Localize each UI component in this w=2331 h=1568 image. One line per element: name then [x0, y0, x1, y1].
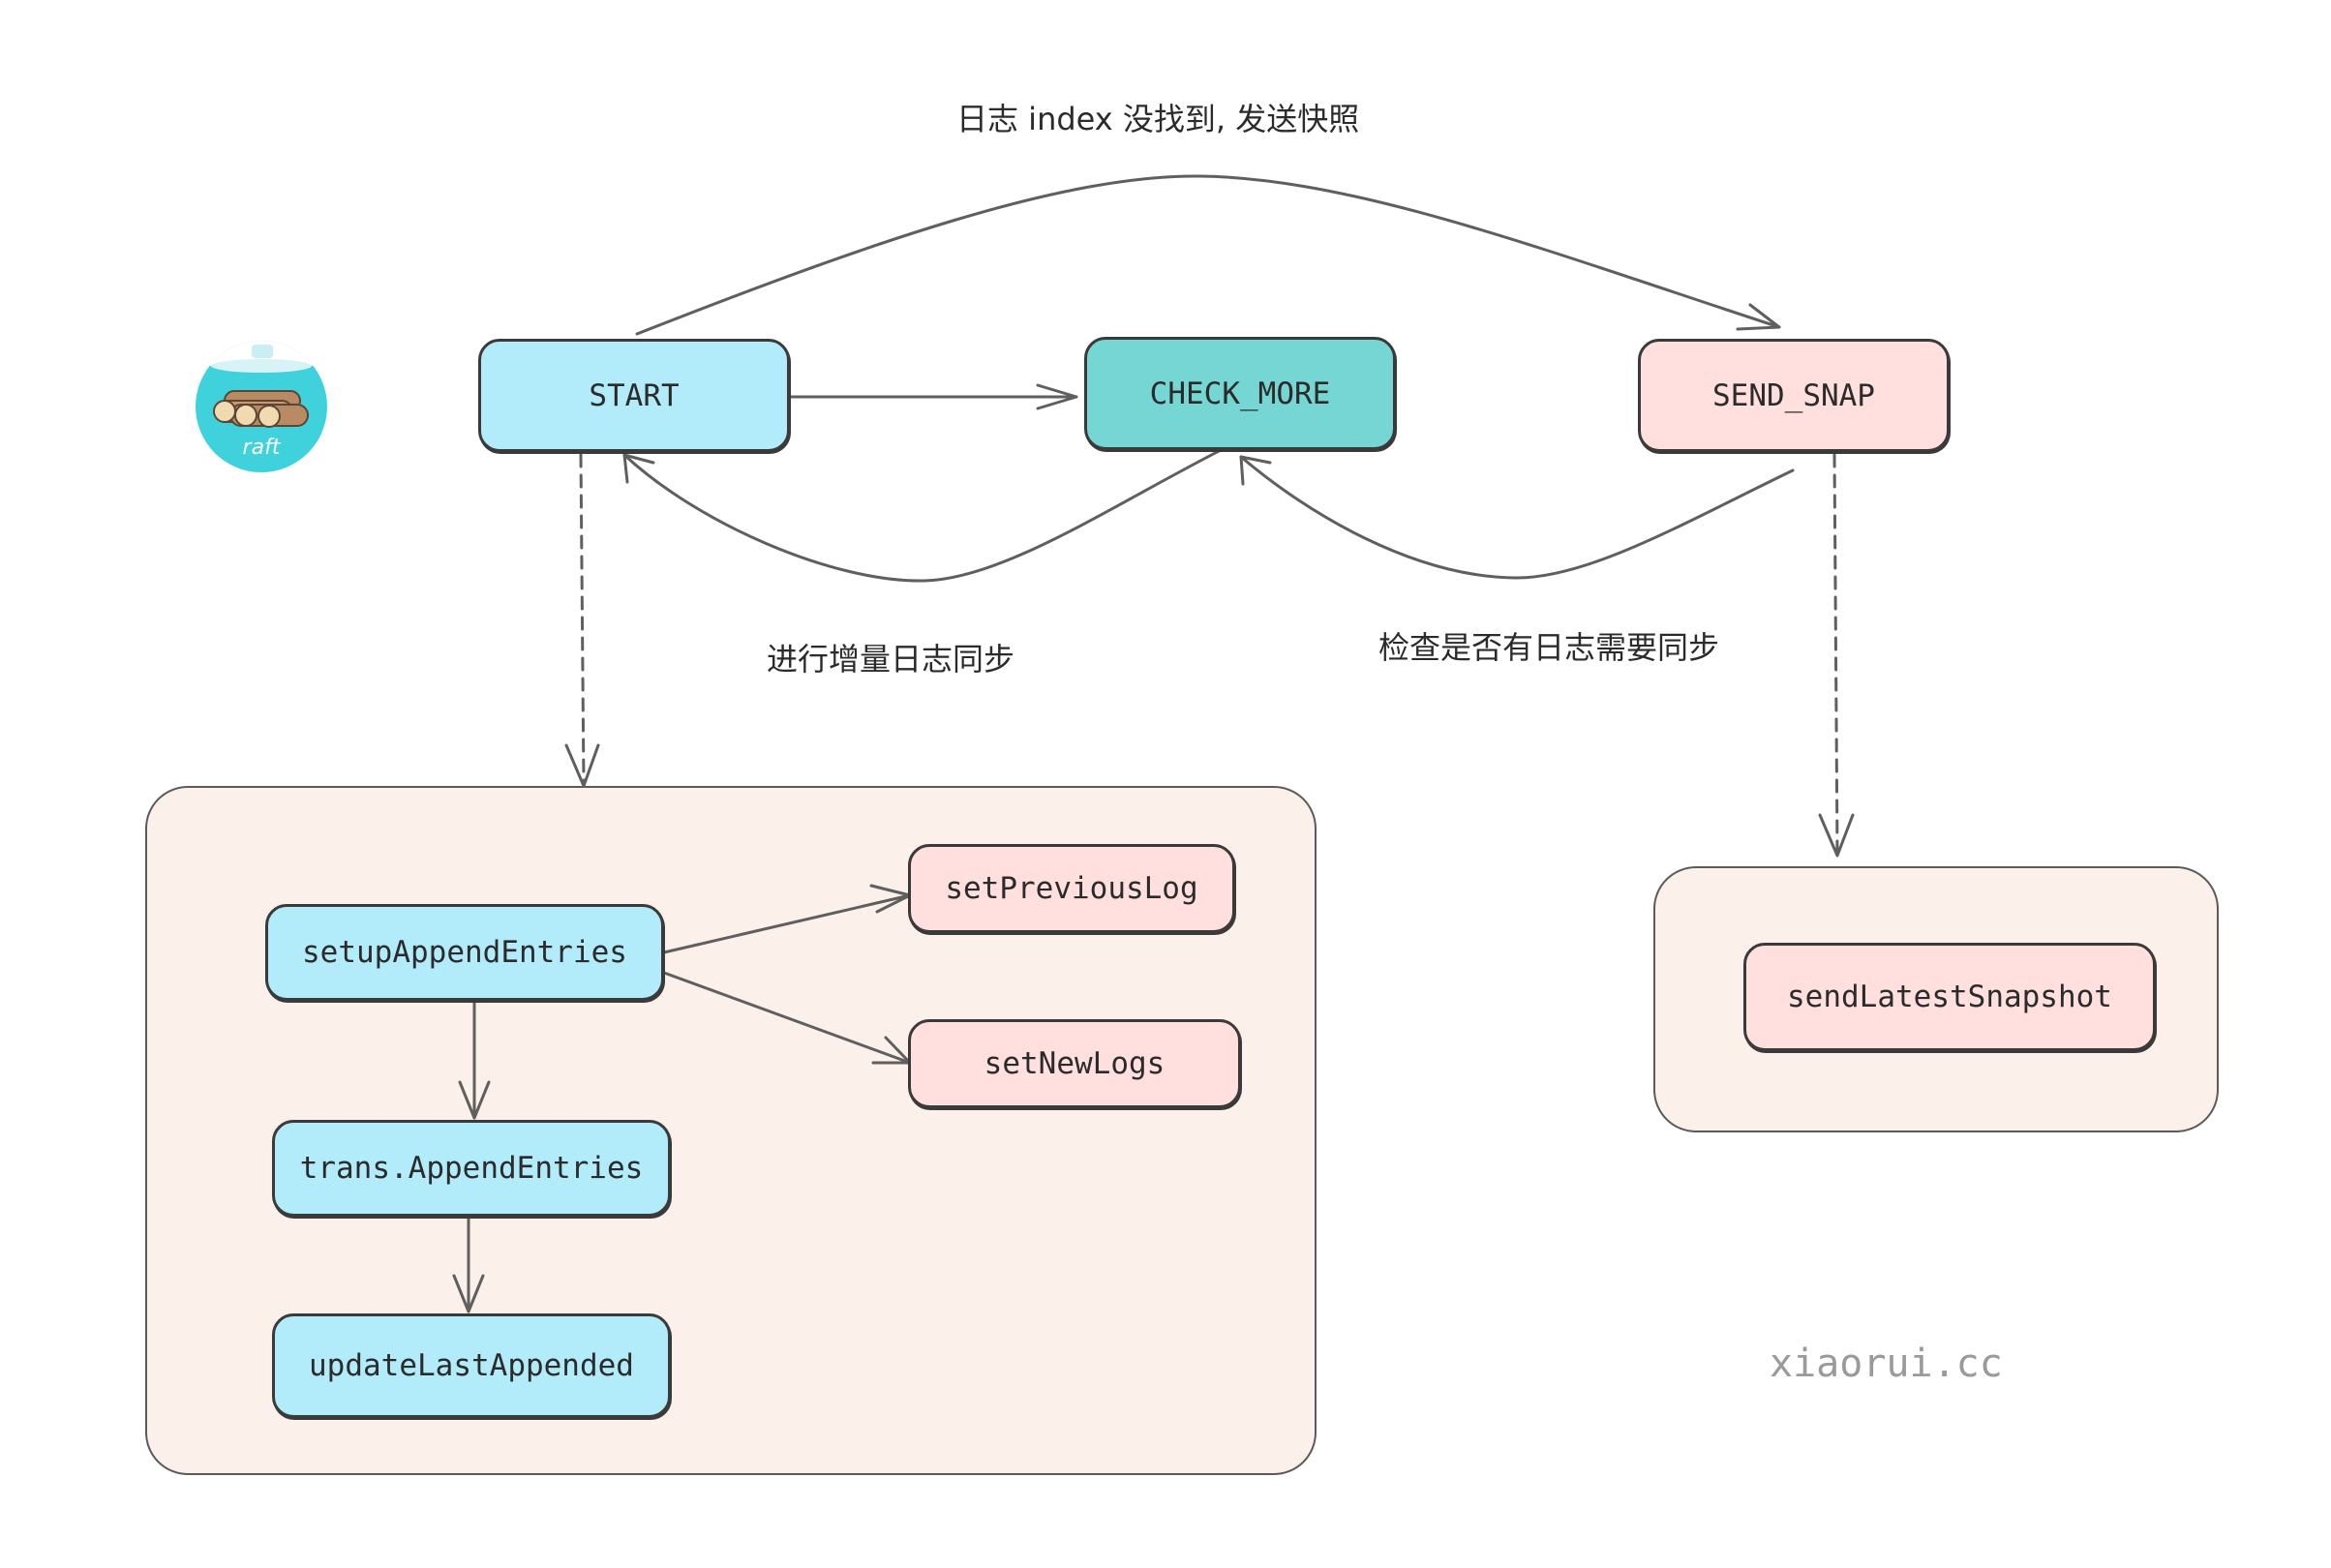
label-check-sync: 检查是否有日志需要同步: [1378, 629, 1720, 666]
arrowhead-trans: [458, 1080, 491, 1120]
arrowhead-append-group: [564, 743, 600, 788]
watermark: xiaorui.cc: [1770, 1342, 2003, 1386]
fn-set-new-logs[interactable]: setNewLogs: [908, 1019, 1241, 1108]
fn-trans-append-entries[interactable]: trans.AppendEntries: [272, 1120, 671, 1217]
fn-setup-append-entries[interactable]: setupAppendEntries: [265, 904, 664, 1001]
edge-start-to-send-snap: [635, 174, 1781, 336]
arrowhead-snapshot-group: [1818, 813, 1855, 858]
edge-setup-to-previous-log: [662, 893, 912, 954]
edge-send-snap-to-check-more: [1239, 455, 1795, 580]
fn-trans-append-entries-label: trans.AppendEntries: [299, 1151, 644, 1186]
state-check-more[interactable]: CHECK_MORE: [1084, 337, 1396, 450]
fn-set-previous-log-label: setPreviousLog: [945, 871, 1198, 906]
edge-setup-to-new-logs: [662, 971, 912, 1065]
arrowhead-check-more: [1036, 383, 1078, 410]
arrowhead-send-snap: [1736, 303, 1781, 331]
label-incremental-sync: 进行增量日志同步: [767, 641, 1015, 678]
edge-start-to-append-group: [579, 453, 586, 786]
fn-set-new-logs-label: setNewLogs: [984, 1046, 1166, 1081]
edge-check-more-to-start: [622, 441, 1236, 583]
fn-send-latest-snapshot[interactable]: sendLatestSnapshot: [1743, 943, 2156, 1051]
state-send-snap[interactable]: SEND_SNAP: [1638, 339, 1950, 452]
label-snapshot: 日志 index 没找到, 发送快照: [956, 101, 1360, 137]
raft-logo: raft: [196, 341, 327, 472]
state-check-more-label: CHECK_MORE: [1149, 376, 1331, 411]
fn-send-latest-snapshot-label: sendLatestSnapshot: [1787, 980, 2112, 1014]
arrowhead-start: [622, 453, 655, 484]
edge-send-snap-to-snapshot-group: [1832, 453, 1839, 856]
state-send-snap-label: SEND_SNAP: [1712, 377, 1875, 413]
fn-set-previous-log[interactable]: setPreviousLog: [908, 844, 1235, 933]
arrowhead-check-more-return: [1239, 455, 1272, 486]
state-start[interactable]: START: [478, 339, 790, 452]
fn-setup-append-entries-label: setupAppendEntries: [302, 935, 627, 970]
fn-update-last-appended[interactable]: updateLastAppended: [272, 1313, 671, 1418]
raft-logo-text: raft: [242, 436, 281, 460]
fn-update-last-appended-label: updateLastAppended: [309, 1348, 634, 1383]
arrowhead-update: [452, 1274, 485, 1313]
state-start-label: START: [589, 377, 680, 413]
